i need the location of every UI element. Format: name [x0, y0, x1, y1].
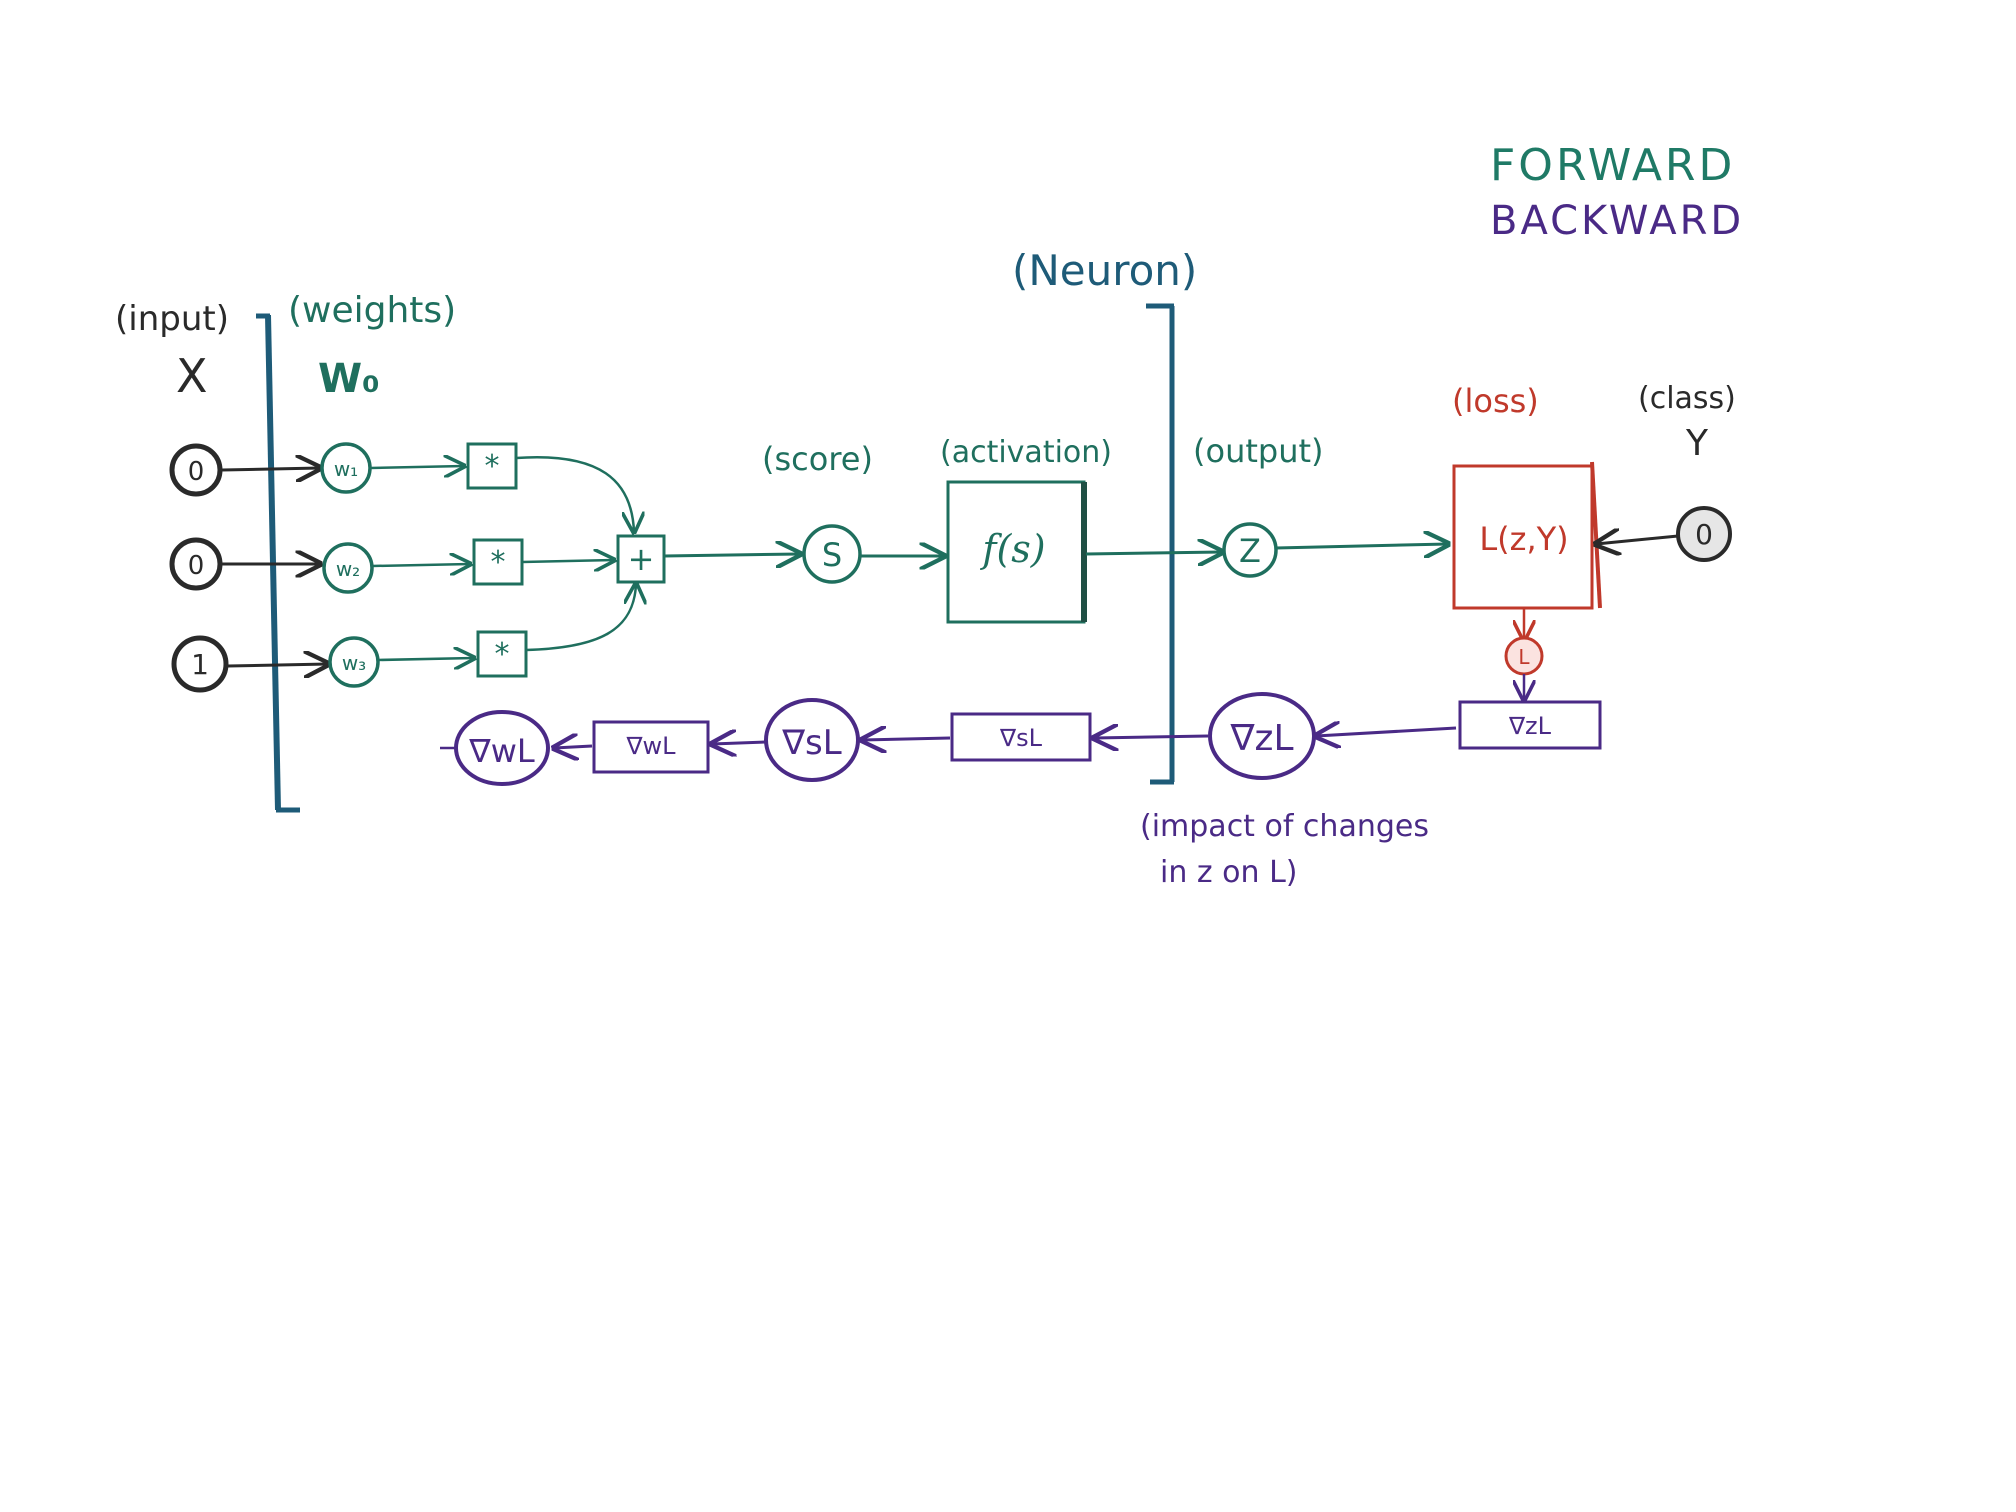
symbol-y: Y [1685, 423, 1709, 464]
sum-op-symbol: + [628, 540, 655, 578]
input-node-2-value: 0 [188, 551, 205, 581]
sum-op: + [616, 534, 666, 584]
legend-backward: BACKWARD [1490, 198, 1744, 244]
arrow-weight2-mult2 [371, 564, 470, 566]
arrow-activation-output [1085, 552, 1222, 554]
label-class: (class) [1638, 381, 1736, 416]
grad-z-box: ∇zL [1458, 700, 1602, 750]
arrow-gradsnode-gradwbox [712, 742, 767, 744]
symbol-w0: W₀ [318, 356, 380, 402]
grad-s-box: ∇sL [950, 712, 1092, 762]
grad-w-node: ∇wL [454, 710, 550, 786]
loss-fn-label: L(z,Y) [1479, 520, 1568, 558]
arrow-weight1-mult1 [369, 466, 464, 468]
label-loss: (loss) [1452, 382, 1539, 420]
multiply-op-2-symbol: * [491, 545, 506, 580]
loss-node-label: L [1518, 645, 1530, 669]
arrow-gradznode-gradsbox [1094, 736, 1209, 738]
output-node-label: Z [1239, 532, 1261, 570]
arrow-gradsbox-gradsnode [862, 738, 951, 740]
loss-node: L [1504, 636, 1544, 676]
activation-box: f(s) [946, 480, 1087, 624]
grad-w-node-label: ∇wL [468, 732, 535, 770]
arrow-weight3-mult3 [377, 658, 474, 660]
multiply-op-1: * [466, 442, 518, 490]
arrow-class-loss [1596, 536, 1679, 544]
weight-node-3: w₃ [328, 636, 380, 688]
arrow-gradzbox-gradznode [1316, 728, 1457, 736]
grad-z-node-label: ∇zL [1229, 718, 1293, 759]
weight-node-1: w₁ [320, 442, 372, 494]
loss-box: L(z,Y) [1452, 461, 1602, 610]
class-node: 0 [1676, 506, 1732, 562]
neuron-bracket [1146, 303, 1175, 785]
input-node-3: 1 [171, 635, 229, 693]
grad-s-node: ∇sL [764, 698, 860, 782]
multiply-op-3-symbol: * [495, 637, 510, 672]
grad-z-box-label: ∇zL [1508, 712, 1552, 740]
weight-node-1-label: w₁ [334, 457, 358, 481]
arrow-input3-weight3 [227, 664, 328, 666]
score-node: S [802, 524, 862, 584]
grad-z-node: ∇zL [1208, 692, 1316, 780]
arrow-mult1-sum [515, 455, 634, 532]
arrow-mult3-sum [525, 584, 636, 652]
label-output: (output) [1193, 432, 1324, 470]
grad-w-box-label: ∇wL [625, 732, 676, 760]
weight-node-2: w₂ [322, 542, 374, 594]
input-node-2: 0 [169, 537, 223, 591]
multiply-op-1-symbol: * [485, 449, 500, 484]
arrow-output-loss [1275, 544, 1448, 548]
activation-fn-label: f(s) [979, 527, 1045, 571]
multiply-op-2: * [472, 538, 524, 586]
arrow-mult2-sum [521, 560, 614, 562]
symbol-x: X [176, 349, 208, 403]
arrow-gradwbox-gradwnode [554, 746, 593, 748]
output-node: Z [1222, 522, 1278, 578]
multiply-op-3: * [476, 630, 528, 678]
label-input: (input) [115, 299, 229, 339]
grad-s-node-label: ∇sL [781, 723, 841, 763]
label-activation: (activation) [940, 435, 1112, 470]
input-node-3-value: 1 [191, 648, 209, 681]
arrow-sum-score [663, 554, 800, 556]
grad-s-box-label: ∇sL [999, 724, 1043, 752]
arrow-input1-weight1 [221, 468, 320, 470]
label-weights: (weights) [288, 290, 456, 331]
score-node-label: S [822, 536, 842, 574]
input-node-1-value: 0 [188, 457, 205, 487]
weight-node-3-label: w₃ [342, 651, 366, 675]
class-node-value: 0 [1695, 518, 1713, 551]
impact-annotation-line1: (impact of changes [1140, 809, 1429, 844]
legend-forward: FORWARD [1490, 140, 1735, 191]
label-neuron: (Neuron) [1012, 246, 1197, 295]
input-node-1: 0 [169, 443, 223, 497]
weight-node-2-label: w₂ [336, 557, 360, 581]
label-score: (score) [762, 440, 873, 478]
impact-annotation-line2: in z on L) [1160, 855, 1298, 890]
grad-w-box: ∇wL [592, 720, 710, 774]
